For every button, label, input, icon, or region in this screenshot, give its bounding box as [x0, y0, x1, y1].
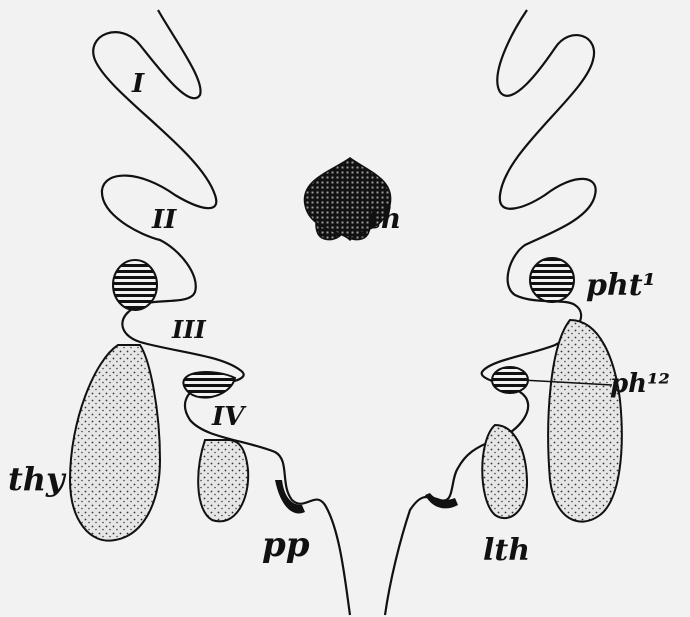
label-thymus: thy: [8, 460, 67, 498]
postbranchial-body-right: [425, 493, 458, 508]
lateral-thyroid-body-right: [482, 425, 527, 518]
label-arch-2: II: [151, 205, 177, 235]
parathyroid-body-3-right: [530, 258, 574, 302]
label-median-thyroid: th: [368, 202, 401, 235]
label-arch-1: I: [131, 69, 145, 99]
label-arch-4: IV: [211, 402, 247, 432]
thymus-body-left: [70, 345, 160, 541]
label-arch-3: III: [171, 315, 206, 344]
label-lateral-thyroid: lth: [483, 533, 530, 568]
pharynx-outline-right: [385, 10, 596, 615]
thymus-body-right: [548, 320, 622, 522]
label-parathyroid-1: pht¹: [586, 268, 656, 303]
lateral-thyroid-body-left: [198, 440, 248, 521]
label-parathyroid-2: ph¹²: [610, 369, 670, 399]
label-postbranchial: pp: [262, 525, 310, 565]
parathyroid-body-3-left: [113, 260, 157, 310]
parathyroid-body-4-left: [183, 372, 235, 398]
